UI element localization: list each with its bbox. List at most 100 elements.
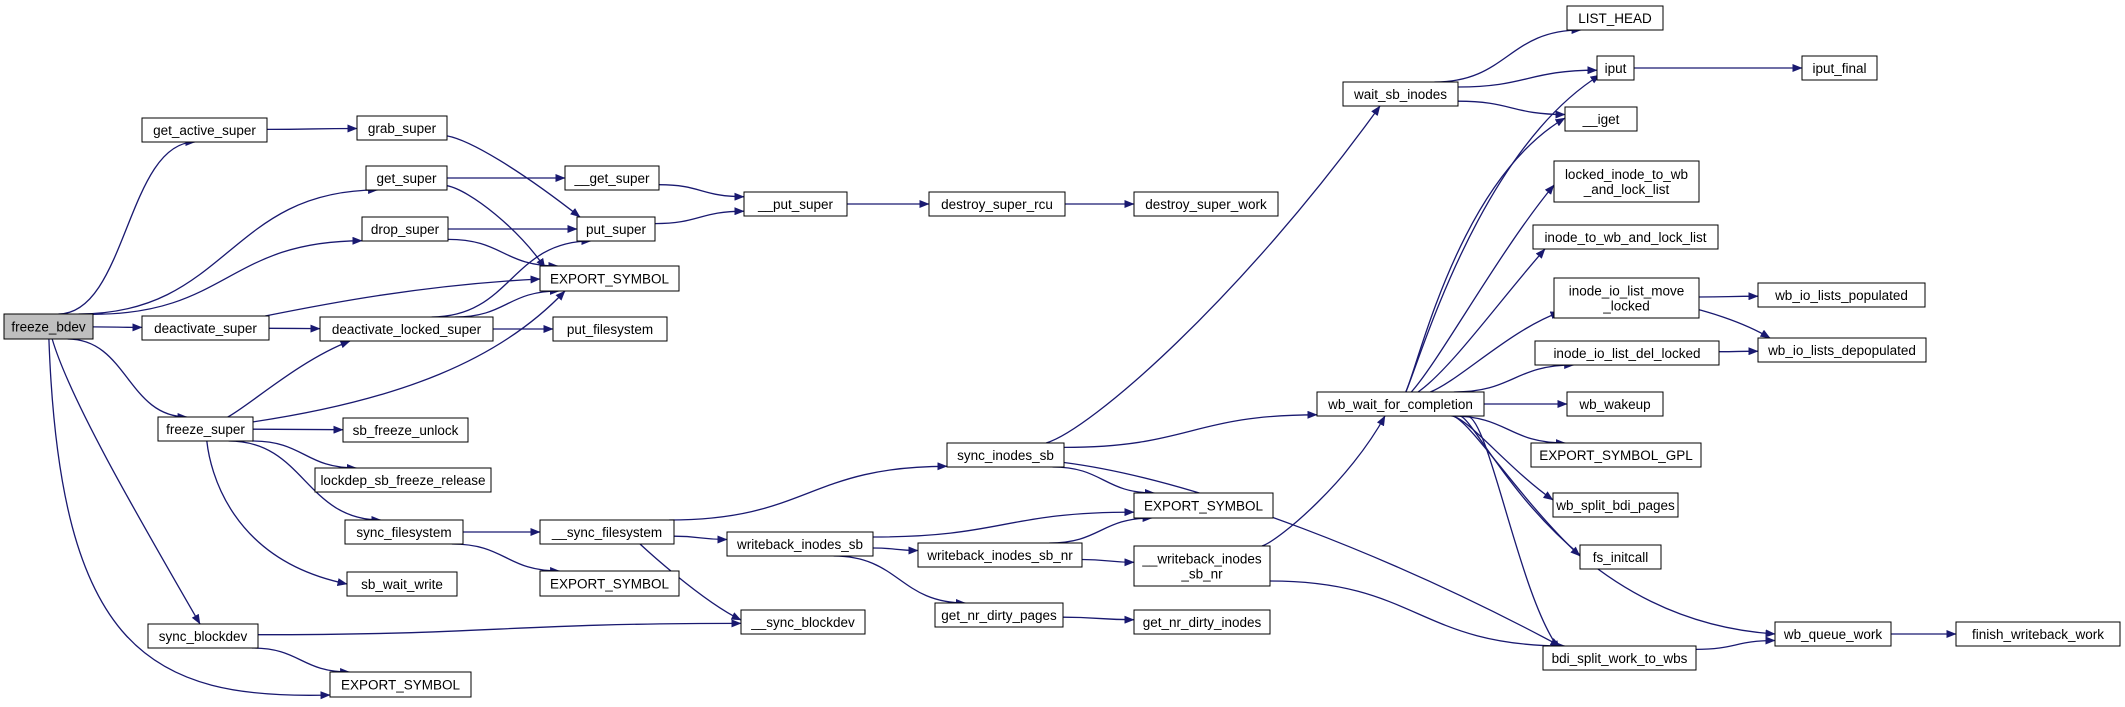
node-sync-inodes-sb[interactable]: sync_inodes_sb: [946, 442, 1065, 468]
node-inode-io-list-del-locked[interactable]: inode_io_list_del_locked: [1534, 340, 1720, 366]
node-box[interactable]: [1566, 5, 1664, 31]
node-box[interactable]: [361, 216, 449, 242]
node-box[interactable]: [1133, 609, 1271, 635]
node-box[interactable]: [3, 313, 94, 340]
node-writeback-inodes-sb-nr[interactable]: writeback_inodes_sb_nr: [917, 542, 1083, 568]
node-box[interactable]: [1534, 340, 1720, 366]
node-box[interactable]: [934, 602, 1064, 628]
node---sync-filesystem[interactable]: __sync_filesystem: [539, 519, 675, 545]
node-writeback-inodes-sb[interactable]: writeback_inodes_sb: [726, 531, 874, 557]
node-sync-filesystem[interactable]: sync_filesystem: [344, 519, 464, 545]
node-export-symbol-2[interactable]: EXPORT_SYMBOL: [539, 570, 680, 597]
node-EXPORT-SYMBOL-GPL[interactable]: EXPORT_SYMBOL_GPL: [1530, 442, 1702, 468]
node---put-super[interactable]: __put_super: [743, 191, 848, 217]
node-box[interactable]: [319, 316, 494, 342]
node-box[interactable]: [917, 542, 1083, 568]
node-locked-inode-to-wb-and-lock-list[interactable]: locked_inode_to_wb_and_lock_list: [1553, 160, 1700, 203]
node-wb-wakeup[interactable]: wb_wakeup: [1566, 391, 1664, 417]
node---sync-blockdev[interactable]: __sync_blockdev: [740, 609, 866, 635]
node-box[interactable]: [342, 417, 469, 443]
node-box[interactable]: [726, 531, 874, 557]
node---iget[interactable]: __iget: [1564, 106, 1638, 132]
node-wb-io-lists-populated[interactable]: wb_io_lists_populated: [1757, 282, 1926, 308]
node-export-symbol-4[interactable]: EXPORT_SYMBOL: [1133, 492, 1274, 519]
node-box[interactable]: [1542, 645, 1697, 671]
node-box[interactable]: [1342, 81, 1459, 107]
node-box[interactable]: [1532, 224, 1719, 250]
node-get-active-super[interactable]: get_active_super: [141, 117, 268, 143]
node-LIST-HEAD[interactable]: LIST_HEAD: [1566, 5, 1664, 31]
node-fs-initcall[interactable]: fs_initcall: [1579, 544, 1662, 570]
node-box[interactable]: [1757, 337, 1927, 363]
node-box[interactable]: [743, 191, 848, 217]
node-lockdep-sb-freeze-release[interactable]: lockdep_sb_freeze_release: [314, 467, 492, 493]
node-destroy-super-rcu[interactable]: destroy_super_rcu: [928, 191, 1066, 217]
node-box[interactable]: [1553, 277, 1700, 319]
node-box[interactable]: [1133, 545, 1271, 587]
node-wb-io-lists-depopulated[interactable]: wb_io_lists_depopulated: [1757, 337, 1927, 363]
node-box[interactable]: [539, 570, 680, 597]
node-box[interactable]: [1316, 391, 1485, 417]
node-freeze-super[interactable]: freeze_super: [157, 416, 254, 442]
node-box[interactable]: [740, 609, 866, 635]
node-box[interactable]: [1564, 106, 1638, 132]
node-box[interactable]: [1955, 621, 2121, 647]
node-box[interactable]: [539, 519, 675, 545]
node-box[interactable]: [365, 165, 448, 191]
node-put-filesystem[interactable]: put_filesystem: [552, 316, 668, 342]
node-wb-queue-work[interactable]: wb_queue_work: [1774, 621, 1892, 647]
node-wb-split-bdi-pages[interactable]: wb_split_bdi_pages: [1552, 492, 1679, 518]
node-box[interactable]: [564, 165, 660, 191]
node-inode-to-wb-and-lock-list[interactable]: inode_to_wb_and_lock_list: [1532, 224, 1719, 250]
node-deactivate-super[interactable]: deactivate_super: [141, 315, 270, 341]
node-destroy-super-work[interactable]: destroy_super_work: [1133, 191, 1279, 217]
node-sb-freeze-unlock[interactable]: sb_freeze_unlock: [342, 417, 469, 443]
node-box[interactable]: [1566, 391, 1664, 417]
node-box[interactable]: [329, 671, 472, 698]
node-box[interactable]: [1801, 55, 1878, 81]
node-box[interactable]: [1552, 492, 1679, 518]
node-box[interactable]: [1596, 55, 1635, 81]
node-box[interactable]: [1133, 191, 1279, 217]
node-get-super[interactable]: get_super: [365, 165, 448, 191]
node---get-super[interactable]: __get_super: [564, 165, 660, 191]
node-box[interactable]: [1553, 160, 1700, 203]
node-freeze-bdev[interactable]: freeze_bdev: [3, 313, 94, 340]
node-drop-super[interactable]: drop_super: [361, 216, 449, 242]
node-export-symbol-3[interactable]: EXPORT_SYMBOL: [329, 671, 472, 698]
node-box[interactable]: [356, 115, 448, 141]
node-box[interactable]: [1757, 282, 1926, 308]
node-box[interactable]: [147, 623, 259, 649]
node-box[interactable]: [346, 571, 458, 597]
node-box[interactable]: [946, 442, 1065, 468]
node-get-nr-dirty-pages[interactable]: get_nr_dirty_pages: [934, 602, 1064, 628]
node-box[interactable]: [576, 216, 656, 242]
node-box[interactable]: [1774, 621, 1892, 647]
node-box[interactable]: [928, 191, 1066, 217]
node-bdi-split-work-to-wbs[interactable]: bdi_split_work_to_wbs: [1542, 645, 1697, 671]
node-box[interactable]: [141, 315, 270, 341]
node-box[interactable]: [157, 416, 254, 442]
node-grab-super[interactable]: grab_super: [356, 115, 448, 141]
node-box[interactable]: [1579, 544, 1662, 570]
node-put-super[interactable]: put_super: [576, 216, 656, 242]
node-get-nr-dirty-inodes[interactable]: get_nr_dirty_inodes: [1133, 609, 1271, 635]
node-box[interactable]: [552, 316, 668, 342]
node-finish-writeback-work[interactable]: finish_writeback_work: [1955, 621, 2121, 647]
node-export-symbol-1[interactable]: EXPORT_SYMBOL: [539, 265, 680, 292]
node-wb-wait-for-completion[interactable]: wb_wait_for_completion: [1316, 391, 1485, 417]
node-sync-blockdev[interactable]: sync_blockdev: [147, 623, 259, 649]
node-box[interactable]: [1530, 442, 1702, 468]
node-inode-io-list-move-locked[interactable]: inode_io_list_move_locked: [1553, 277, 1700, 319]
node-iput-final[interactable]: iput_final: [1801, 55, 1878, 81]
node-box[interactable]: [1133, 492, 1274, 519]
node-sb-wait-write[interactable]: sb_wait_write: [346, 571, 458, 597]
node-box[interactable]: [344, 519, 464, 545]
node-iput[interactable]: iput: [1596, 55, 1635, 81]
node-box[interactable]: [314, 467, 492, 493]
node-box[interactable]: [539, 265, 680, 292]
node-box[interactable]: [141, 117, 268, 143]
node---writeback-inodes-sb-nr[interactable]: __writeback_inodes_sb_nr: [1133, 545, 1271, 587]
node-wait-sb-inodes[interactable]: wait_sb_inodes: [1342, 81, 1459, 107]
node-deactivate-locked-super[interactable]: deactivate_locked_super: [319, 316, 494, 342]
